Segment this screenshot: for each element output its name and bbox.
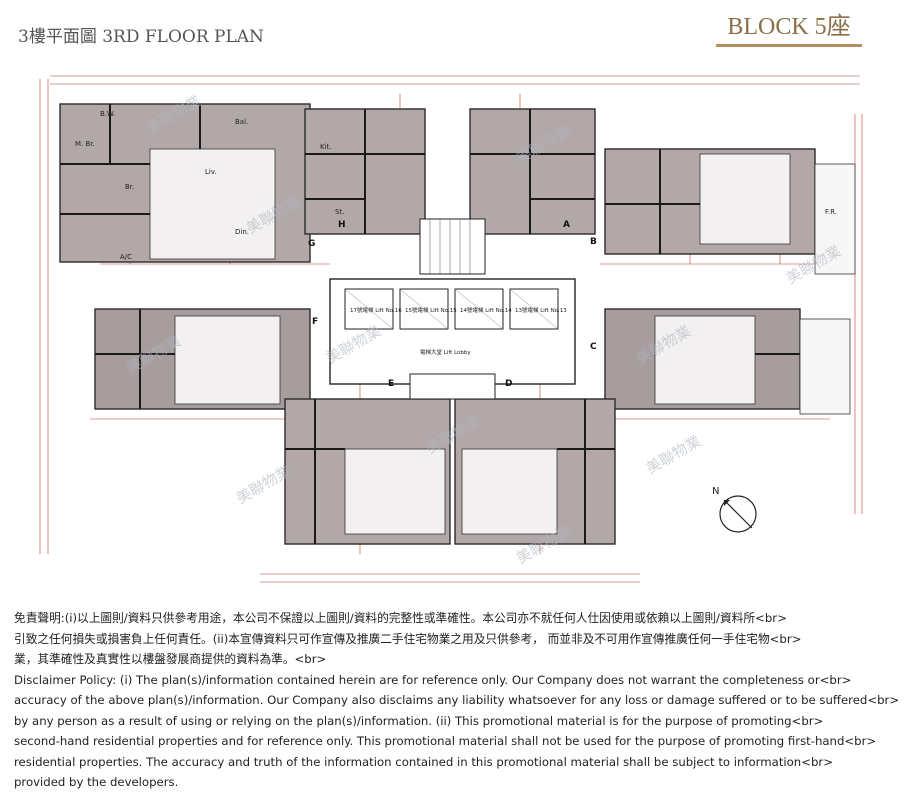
unit-letter-e: E <box>388 379 394 389</box>
floor-plan-diagram: 17號電梯 Lift No.16 15號電梯 Lift No.15 14號電梯 … <box>39 75 863 583</box>
room-label-br: Br. <box>125 183 134 191</box>
lift-13-label: 13號電梯 Lift No.13 <box>515 306 567 314</box>
unit-A <box>469 108 596 235</box>
unit-letter-b: B <box>590 237 597 247</box>
room-label-st: St. <box>335 208 344 216</box>
unit-letter-h: H <box>338 220 346 230</box>
disclaimer-line: 引致之任何損失或損害負上任何責任。(ii)本宣傳資料只可作宣傳及推廣二手住宅物業… <box>14 631 802 646</box>
room-label-kit: Kit. <box>320 143 332 151</box>
room-label-liv: Liv. <box>205 168 217 176</box>
room-labels: B.W. M. Br. Br. Liv. Din. Kit. St. Bal. … <box>75 110 837 261</box>
room-label-ac: A/C <box>120 253 132 261</box>
room-label-bal: Bal. <box>235 118 248 126</box>
room-label-bw: B.W. <box>100 110 115 118</box>
north-arrow: N <box>712 486 757 533</box>
unit-letter-g: G <box>308 239 315 249</box>
disclaimer-line: 業，其準確性及真實性以樓盤發展商提供的資料為準。<br> <box>14 652 327 666</box>
disclaimer-line: residential properties. The accuracy and… <box>14 754 834 769</box>
room-label-fr: F.R. <box>825 208 837 216</box>
unit-C <box>604 308 851 415</box>
disclaimer-line: second-hand residential properties and f… <box>14 734 877 748</box>
unit-B <box>604 148 856 275</box>
lift-14-label: 14號電梯 Lift No.14 <box>460 306 512 314</box>
unit-letters: H G A B C D E F <box>308 220 597 389</box>
unit-F <box>94 308 311 410</box>
lift-15-label: 15號電梯 Lift No.15 <box>405 306 457 314</box>
lift-core: 17號電梯 Lift No.16 15號電梯 Lift No.15 14號電梯 … <box>329 218 576 400</box>
block-label: BLOCK 5座 <box>716 10 862 47</box>
disclaimer: 免責聲明:(i)以上圖則/資料只供參考用途，本公司不保證以上圖則/資料的完整性或… <box>14 608 904 793</box>
watermark-text: 美聯物業 <box>643 432 704 478</box>
room-label-mbr: M. Br. <box>75 140 95 148</box>
north-label: N <box>712 486 719 497</box>
disclaimer-line: accuracy of the above plan(s)/informatio… <box>14 693 900 707</box>
lift-lobby-label: 電梯大堂 Lift Lobby <box>420 348 471 356</box>
unit-D <box>454 398 616 545</box>
unit-letter-f: F <box>312 317 318 327</box>
room-label-din: Din. <box>235 228 249 236</box>
unit-H <box>59 103 311 263</box>
unit-letter-a: A <box>563 220 570 230</box>
disclaimer-line: Disclaimer Policy: (i) The plan(s)/infor… <box>14 672 852 687</box>
unit-letter-d: D <box>505 379 512 389</box>
disclaimer-line: provided by the developers. <box>14 775 179 789</box>
disclaimer-line: 免責聲明:(i)以上圖則/資料只供參考用途，本公司不保證以上圖則/資料的完整性或… <box>14 611 787 625</box>
plan-title: 3樓平面圖 3RD FLOOR PLAN <box>18 27 264 47</box>
unit-E <box>284 398 451 545</box>
unit-G <box>304 108 426 235</box>
lift-16-label: 17號電梯 Lift No.16 <box>350 306 402 314</box>
disclaimer-line: by any person as a result of using or re… <box>14 713 824 728</box>
unit-letter-c: C <box>590 342 597 352</box>
